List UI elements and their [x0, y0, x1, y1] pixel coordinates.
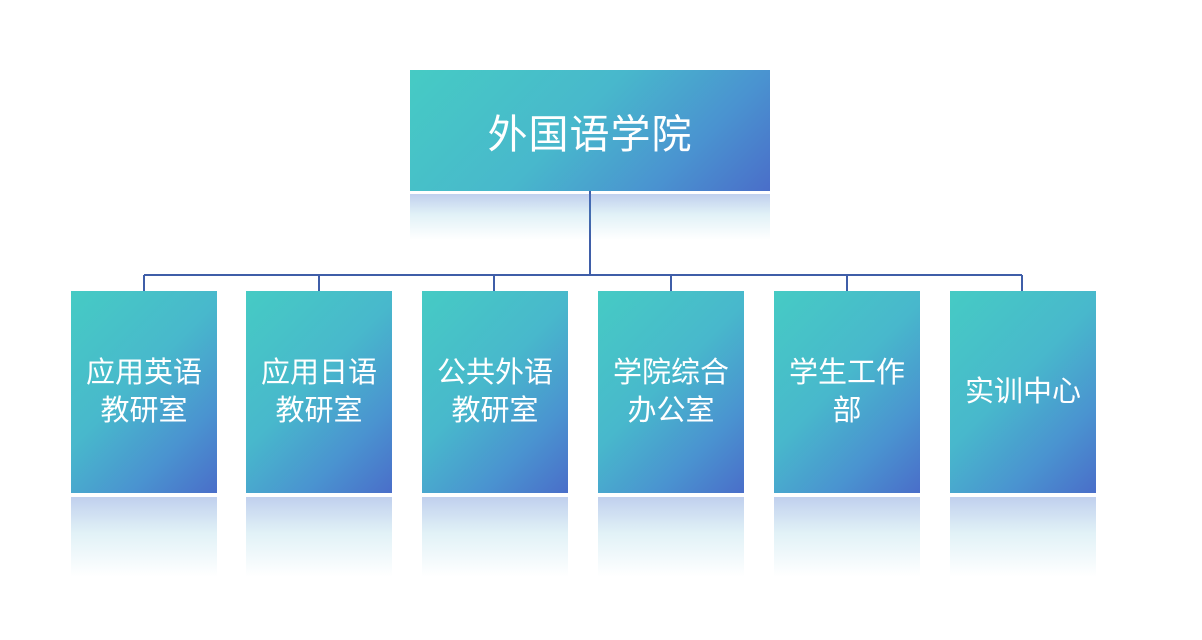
child-node-label-line1: 实训中心: [964, 374, 1081, 409]
child-node-public-foreign-language[interactable]: 公共外语 教研室: [422, 291, 568, 493]
child-node-reflection: [422, 497, 568, 577]
child-node-reflection: [774, 497, 920, 577]
child-node-label-line2: 办公室: [627, 393, 715, 427]
child-node-label-line2: 教研室: [275, 393, 363, 427]
child-node-applied-japanese[interactable]: 应用日语 教研室: [246, 291, 392, 493]
root-node-label: 外国语学院: [487, 111, 693, 158]
child-node-label-line2: 教研室: [451, 393, 539, 427]
child-node-applied-english[interactable]: 应用英语 教研室: [71, 291, 217, 493]
root-node-reflection: [410, 194, 770, 240]
child-node-general-office[interactable]: 学院综合 办公室: [598, 291, 744, 493]
child-node-reflection: [71, 497, 217, 577]
child-node-label-line1: 应用日语: [260, 355, 377, 390]
child-node-label-line1: 学院综合: [612, 355, 729, 390]
child-node-label-line2: 部: [832, 393, 862, 427]
child-node-reflection: [598, 497, 744, 577]
child-node-student-affairs[interactable]: 学生工作 部: [774, 291, 920, 493]
child-node-label-line1: 公共外语: [436, 355, 553, 390]
child-node-label-line2: 教研室: [100, 393, 188, 427]
child-node-label-line1: 应用英语: [85, 355, 202, 390]
child-node-reflection: [246, 497, 392, 577]
child-node-label-line1: 学生工作: [788, 355, 905, 390]
child-node-training-center[interactable]: 实训中心: [950, 291, 1096, 493]
root-node[interactable]: 外国语学院: [410, 70, 770, 191]
child-node-reflection: [950, 497, 1096, 577]
